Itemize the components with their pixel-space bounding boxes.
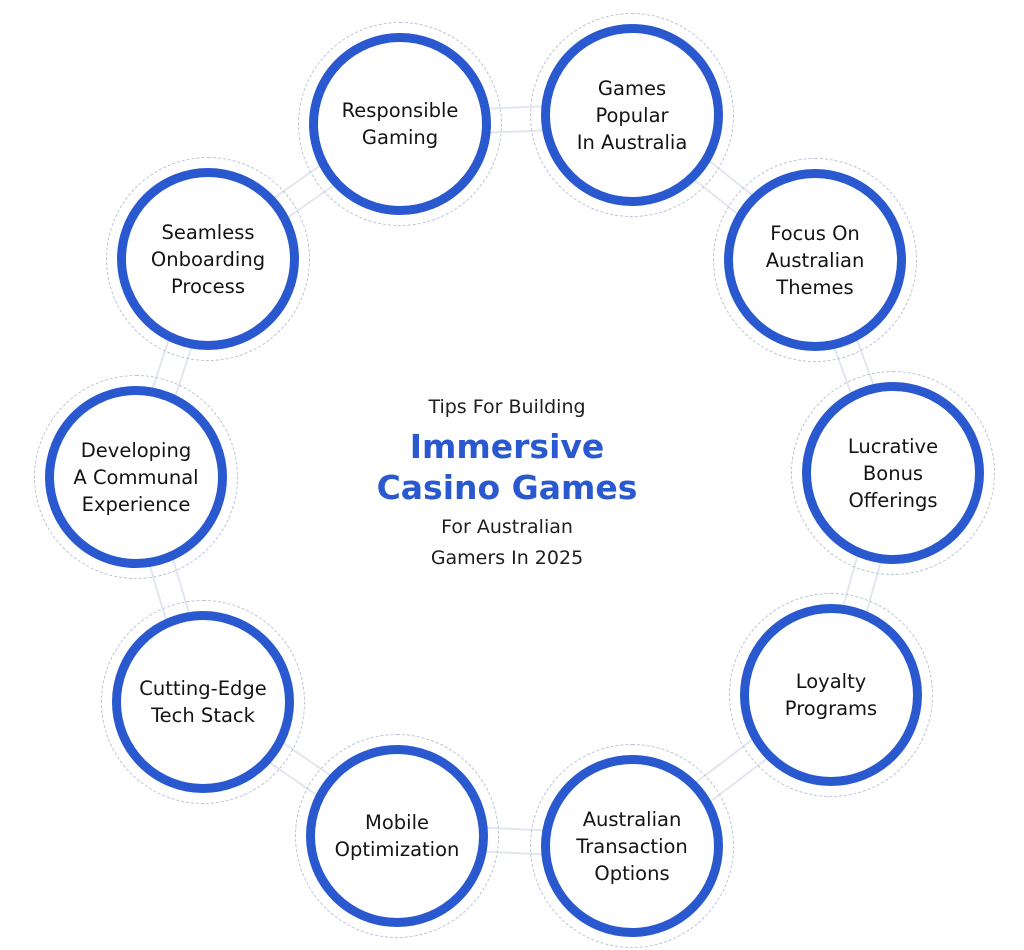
node-label: Seamless Onboarding Process — [150, 220, 266, 298]
node-australian-themes: Focus On Australian Themes — [713, 158, 917, 362]
node-mobile-optimization: Mobile Optimization — [295, 734, 499, 938]
node-games-popular: Games Popular In Australia — [530, 13, 734, 217]
node-communal-experience: Developing A Communal Experience — [34, 375, 238, 579]
node-tech-stack: Cutting-Edge Tech Stack — [101, 600, 305, 804]
node-label: Responsible Gaming — [341, 99, 459, 149]
node-label: Lucrative Bonus Offerings — [847, 434, 939, 512]
node-loyalty-programs: Loyalty Programs — [729, 593, 933, 797]
center-title: Immersive Casino Games — [376, 427, 638, 507]
node-label: Focus On Australian Themes — [765, 221, 865, 299]
center-pre-title: Tips For Building — [428, 396, 586, 418]
node-label: Developing A Communal Experience — [73, 438, 199, 516]
node-seamless-onboarding: Seamless Onboarding Process — [106, 157, 310, 361]
node-label: Australian Transaction Options — [576, 807, 688, 885]
center-post-title: For Australian Gamers In 2025 — [430, 516, 584, 569]
node-label: Mobile Optimization — [334, 811, 460, 861]
node-label: Loyalty Programs — [784, 670, 878, 720]
node-label: Games Popular In Australia — [576, 76, 688, 154]
node-transaction-options: Australian Transaction Options — [530, 744, 734, 948]
node-bonus-offerings: Lucrative Bonus Offerings — [791, 371, 995, 575]
node-responsible-gaming: Responsible Gaming — [298, 22, 502, 226]
center-title-block: Tips For Building Immersive Casino Games… — [307, 392, 707, 574]
node-label: Cutting-Edge Tech Stack — [139, 677, 267, 727]
